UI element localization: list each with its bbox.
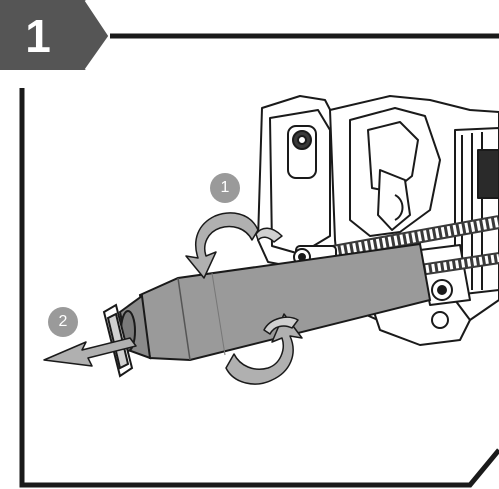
step-badge <box>0 0 110 70</box>
panel-frame <box>19 33 499 488</box>
callout-1: 1 <box>210 173 240 203</box>
curved-arrow-clockwise-icon <box>225 313 303 385</box>
callout-2: 2 <box>48 307 78 337</box>
curved-arrow-counterclockwise-icon <box>185 212 283 279</box>
step-number: 1 <box>25 10 51 62</box>
arrow-left-icon <box>43 337 137 367</box>
